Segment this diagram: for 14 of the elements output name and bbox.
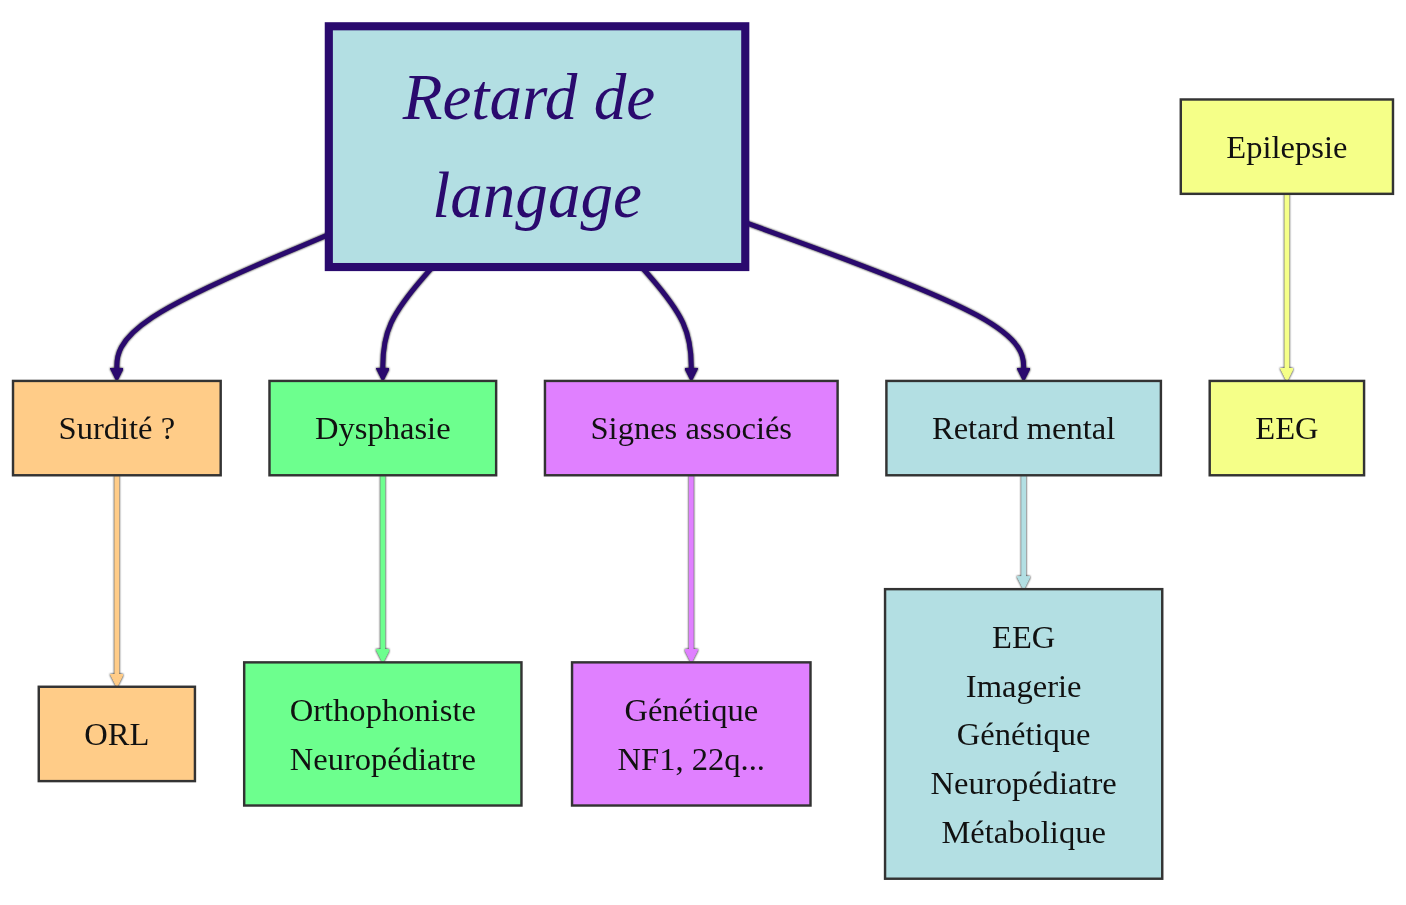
node-box: Orthophoniste Neuropédiatre: [242, 661, 523, 807]
node-box: Retard de langage: [324, 22, 750, 272]
node-box: EEG: [1208, 379, 1366, 477]
node-box: Signes associés: [543, 379, 839, 477]
node-box: Epilepsie: [1179, 98, 1395, 196]
node-box: Dysphasie: [268, 379, 498, 477]
arrow: [684, 475, 699, 663]
node-box: Retard mental: [885, 379, 1163, 477]
node-box: EEG Imagerie Génétique Neuropédiatre Métabolique: [883, 587, 1164, 880]
arrow: [1016, 475, 1031, 590]
node-box: Génétique NF1, 22q...: [570, 661, 812, 807]
arrow: [375, 475, 390, 663]
node-box: Surdité ?: [11, 379, 222, 477]
node-box: ORL: [37, 685, 197, 783]
